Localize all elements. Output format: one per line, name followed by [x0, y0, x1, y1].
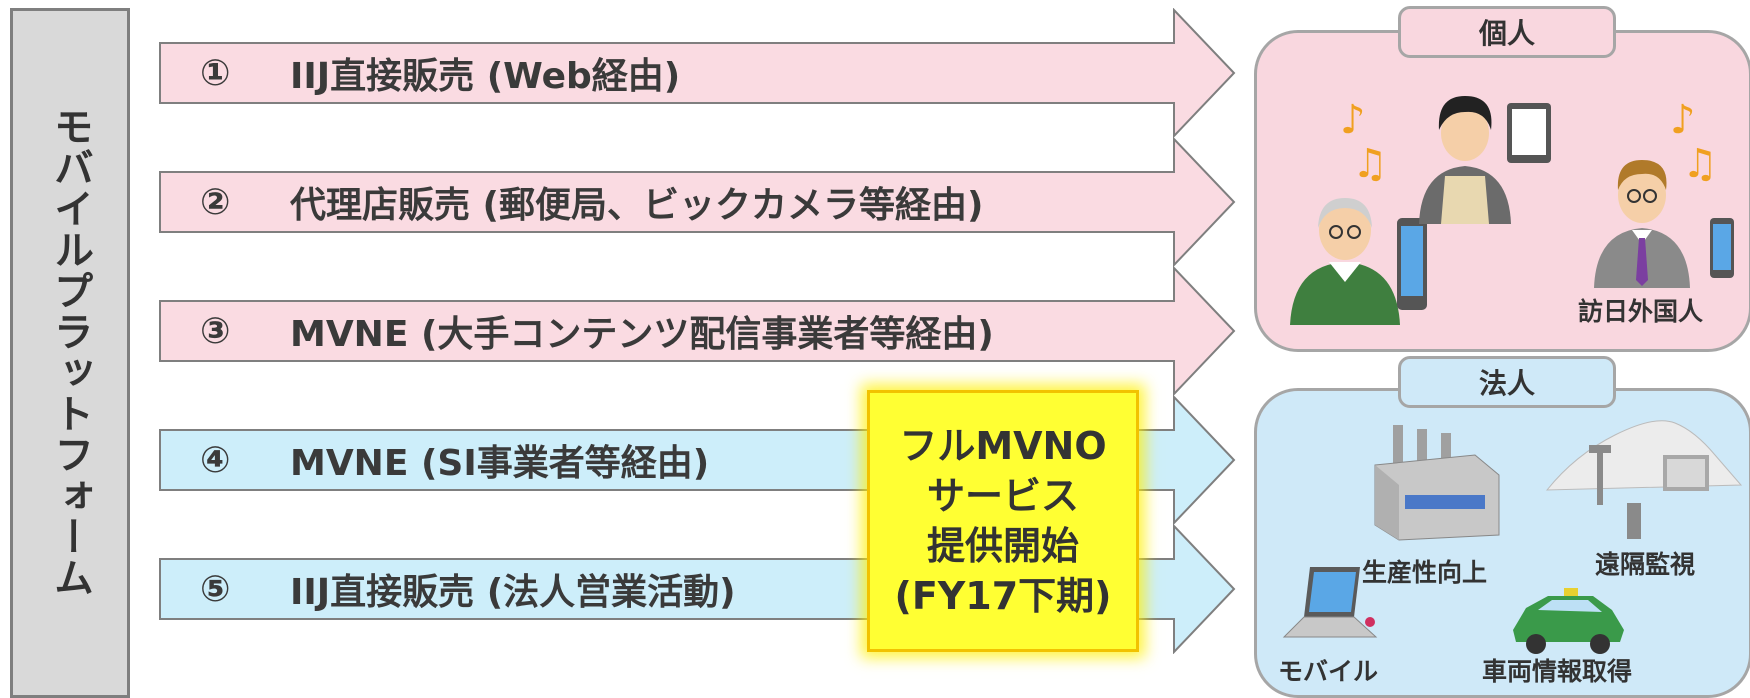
full-mvno-line-4: (FY17下期)	[894, 574, 1112, 618]
channel-label-2: ② 代理店販売 (郵便局、ビックカメラ等経由)	[200, 137, 983, 267]
channel-text-2: 代理店販売 (郵便局、ビックカメラ等経由)	[290, 185, 984, 226]
music-notes-icon-2: ♪ ♫	[1670, 97, 1718, 185]
svg-text:♪: ♪	[1340, 97, 1366, 143]
channel-arrow-4: ④ MVNE (SI事業者等経由)	[158, 395, 1238, 525]
channel-number-5: ⑤	[200, 568, 231, 610]
young-man-icon	[1419, 96, 1551, 224]
factory-icon	[1374, 425, 1500, 541]
channel-label-1: ① IIJ直接販売 (Web経由)	[200, 8, 680, 138]
channel-number-4: ④	[200, 439, 231, 481]
channel-text-5: IIJ直接販売 (法人営業活動)	[290, 572, 736, 613]
elderly-person-icon	[1290, 198, 1427, 325]
channel-label-3: ③ MVNE (大手コンテンツ配信事業者等経由)	[200, 266, 994, 396]
full-mvno-line-1: フルMVNO	[899, 424, 1107, 468]
arrow-shape-5	[159, 524, 1236, 654]
full-mvno-line-3: 提供開始	[926, 524, 1079, 568]
vehicle-info-caption: 車両情報取得	[1482, 657, 1633, 686]
svg-text:♫: ♫	[1352, 141, 1388, 185]
laptop-icon	[1282, 567, 1378, 638]
channel-arrow-3: ③ MVNE (大手コンテンツ配信事業者等経由)	[158, 266, 1238, 396]
channel-arrow-1: ① IIJ直接販売 (Web経由)	[158, 8, 1238, 138]
mobile-platform-box: モバイルプラットフォーム	[10, 8, 130, 698]
channel-number-2: ②	[200, 181, 231, 223]
channel-arrow-2: ② 代理店販売 (郵便局、ビックカメラ等経由)	[158, 137, 1238, 267]
channel-label-5: ⑤ IIJ直接販売 (法人営業活動)	[200, 524, 736, 654]
mobile-platform-label: モバイルプラットフォーム	[47, 106, 93, 598]
arrow-shape-2	[159, 137, 1236, 267]
inbound-foreigner-caption: 訪日外国人	[1578, 297, 1704, 326]
remote-monitoring-caption: 遠隔監視	[1595, 550, 1696, 579]
productivity-caption: 生産性向上	[1362, 558, 1488, 587]
arrow-shape-3	[159, 266, 1236, 396]
businessman-icon	[1594, 160, 1734, 288]
car-icon	[1513, 588, 1624, 654]
arrow-shape-4	[159, 395, 1236, 525]
music-notes-icon: ♪ ♫	[1340, 97, 1388, 185]
channel-number-3: ③	[200, 310, 231, 352]
svg-text:♪: ♪	[1670, 97, 1696, 143]
remote-monitoring-icon	[1545, 420, 1743, 539]
full-mvno-line-2: サービス	[926, 474, 1079, 518]
arrow-shape-1	[159, 8, 1236, 138]
channel-text-1: IIJ直接販売 (Web経由)	[290, 56, 681, 97]
individual-title: 個人	[1398, 6, 1616, 58]
channel-number-1: ①	[200, 52, 231, 94]
channel-text-3: MVNE (大手コンテンツ配信事業者等経由)	[290, 314, 994, 355]
svg-text:♫: ♫	[1682, 141, 1718, 185]
mobile-caption: モバイル	[1278, 657, 1379, 686]
full-mvno-callout: フルMVNO サービス 提供開始 (FY17下期)	[867, 390, 1139, 652]
corporate-title: 法人	[1398, 356, 1616, 408]
channel-text-4: MVNE (SI事業者等経由)	[290, 443, 710, 484]
channel-arrow-5: ⑤ IIJ直接販売 (法人営業活動)	[158, 524, 1238, 654]
channel-label-4: ④ MVNE (SI事業者等経由)	[200, 395, 709, 525]
